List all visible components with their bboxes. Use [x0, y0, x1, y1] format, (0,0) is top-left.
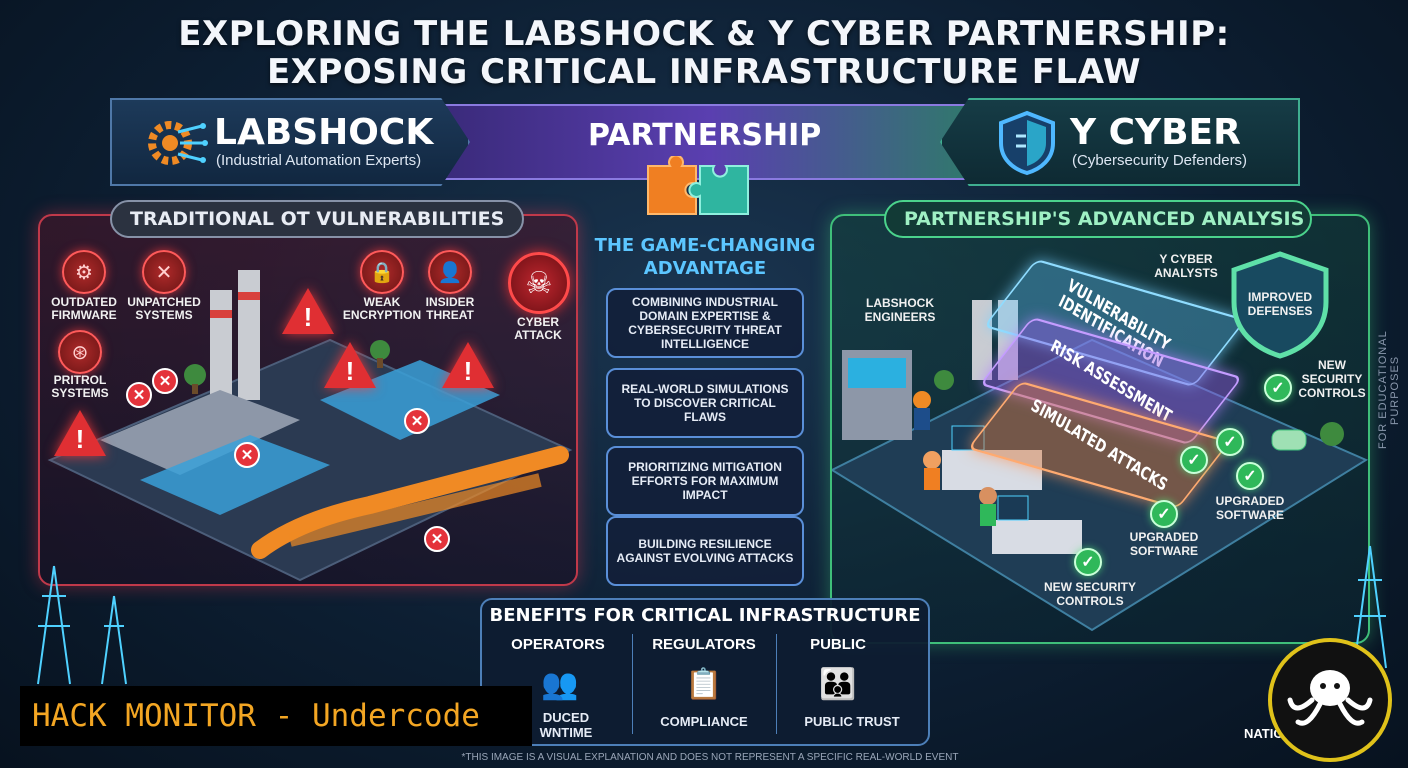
chip-icon: ⊛	[58, 330, 102, 374]
puzzle-icon	[647, 156, 749, 215]
check-icon: ✓	[1216, 428, 1244, 456]
advantage-item: COMBINING INDUSTRIAL DOMAIN EXPERTISE & …	[606, 288, 804, 358]
watermark-text: HACK MONITOR - Undercode	[32, 698, 480, 734]
power-pylon-icon	[37, 565, 127, 685]
gear-circuit-icon	[148, 121, 208, 165]
warning-icon	[324, 342, 376, 388]
warning-mark: !	[303, 302, 313, 332]
gear-icon: ⚙	[62, 250, 106, 294]
error-x-icon: ✕	[424, 526, 450, 552]
benefit-regulators-label: COMPLIANCE	[660, 714, 748, 729]
page-title-line1: EXPLORING THE LABSHOCK & Y CYBER PARTNER…	[178, 14, 1230, 54]
people-icon: 👥	[541, 667, 579, 701]
benefit-regulators-heading: REGULATORS	[652, 636, 756, 653]
shield-icon	[1231, 251, 1329, 359]
warning-icon	[442, 342, 494, 388]
warning-mark: !	[345, 356, 355, 386]
error-x-icon: ✕	[126, 382, 152, 408]
warning-icon	[54, 410, 106, 456]
check-icon: ✓	[1264, 374, 1292, 402]
benefit-public-label: PUBLIC TRUST	[804, 714, 900, 729]
check-icon: ✓	[1180, 446, 1208, 474]
warning-mark: !	[75, 424, 85, 454]
clipboard-check-icon: 📋	[685, 667, 723, 701]
ycyber-name: Y CYBER	[1070, 112, 1241, 153]
educational-side-text: FOR EDUCATIONAL PURPOSES	[1377, 330, 1401, 450]
wrench-icon: ✕	[142, 250, 186, 294]
error-x-icon: ✕	[404, 408, 430, 434]
check-icon: ✓	[1150, 500, 1178, 528]
page-title-line2: EXPOSING CRITICAL INFRASTRUCTURE FLAW	[267, 52, 1141, 92]
disclaimer-footnote: *THIS IMAGE IS A VISUAL EXPLANATION AND …	[461, 752, 959, 763]
crowd-icon: 👪	[819, 667, 857, 701]
advantage-item: PRIORITIZING MITIGATION EFFORTS FOR MAXI…	[606, 446, 804, 516]
vulnerabilities-heading: TRADITIONAL OT VULNERABILITIES	[110, 200, 524, 238]
shield-circuit-icon	[999, 110, 1055, 176]
national-label: NATIO	[1244, 726, 1284, 741]
analysis-heading: PARTNERSHIP'S ADVANCED ANALYSIS	[884, 200, 1312, 238]
warning-mark: !	[463, 356, 473, 386]
person-icon: 👤	[428, 250, 472, 294]
benefit-operators-heading: OPERATORS	[511, 636, 605, 653]
hack-monitor-watermark: HACK MONITOR - Undercode	[20, 686, 532, 746]
advantage-item: REAL-WORLD SIMULATIONS TO DISCOVER CRITI…	[606, 368, 804, 438]
check-icon: ✓	[1074, 548, 1102, 576]
benefits-divider	[776, 634, 777, 734]
labshock-subtitle: (Industrial Automation Experts)	[216, 152, 422, 169]
check-icon: ✓	[1236, 462, 1264, 490]
benefits-divider	[632, 634, 633, 734]
error-x-icon: ✕	[152, 368, 178, 394]
error-x-icon: ✕	[234, 442, 260, 468]
labshock-name: LABSHOCK	[214, 112, 434, 153]
ycyber-subtitle: (Cybersecurity Defenders)	[1072, 152, 1248, 169]
power-pylon-icon	[1353, 545, 1387, 669]
partnership-label: PARTNERSHIP	[588, 118, 822, 153]
warning-icon	[282, 288, 334, 334]
control-room-illustration	[832, 300, 1368, 632]
benefit-public-heading: PUBLIC	[810, 636, 866, 653]
skull-icon: ☠	[508, 252, 570, 314]
lock-icon: 🔒	[360, 250, 404, 294]
benefits-heading: BENEFITS FOR CRITICAL INFRASTRUCTURE	[489, 605, 921, 626]
octopus-logo	[1268, 638, 1392, 762]
industrial-plant-illustration	[47, 270, 573, 582]
benefits-panel	[480, 598, 930, 746]
advantage-item: BUILDING RESILIENCE AGAINST EVOLVING ATT…	[606, 516, 804, 586]
